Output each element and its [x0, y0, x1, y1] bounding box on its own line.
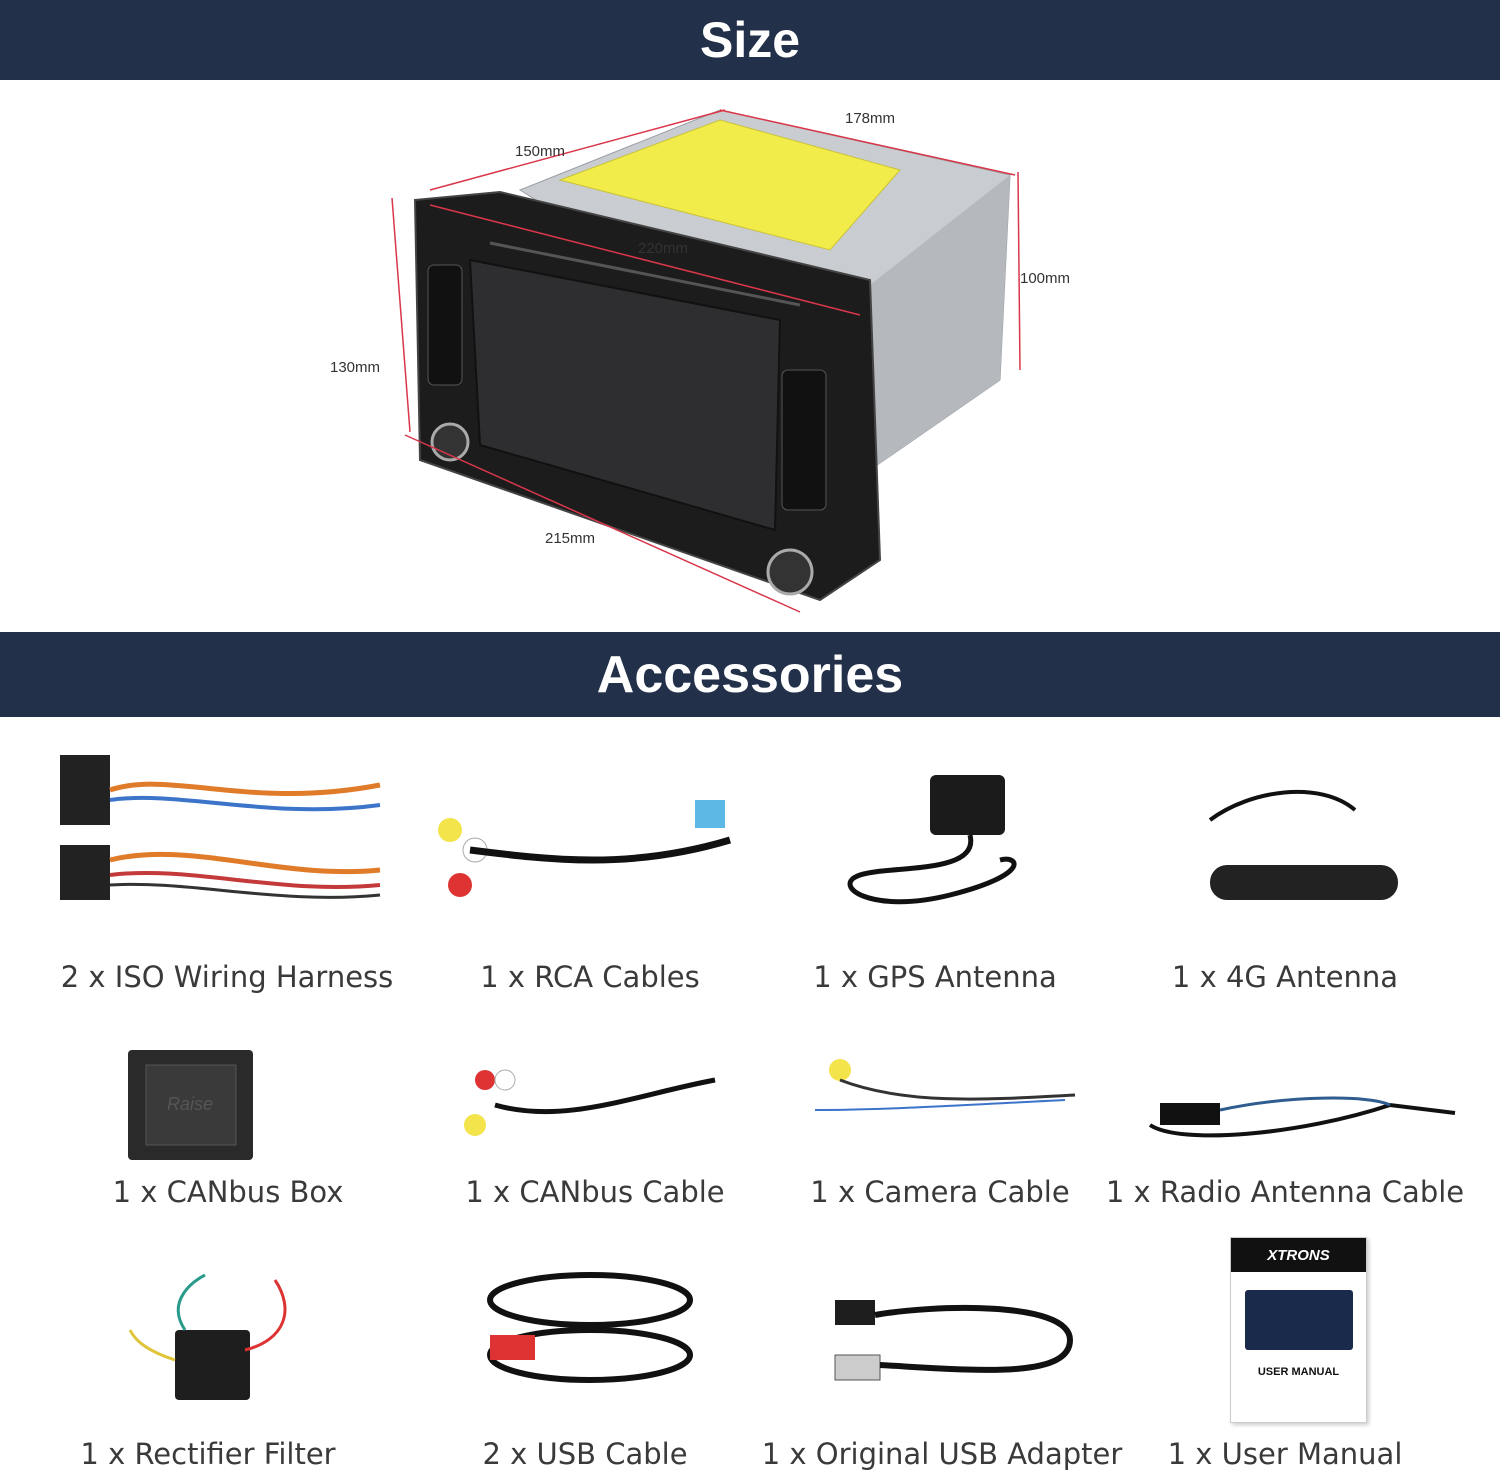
user-manual-image: XTRONS USER MANUAL: [1230, 1237, 1367, 1423]
accessory-label: 1 x CANbus Box: [112, 1175, 344, 1209]
iso-wiring-harness-image: [60, 755, 381, 900]
dimension-height-left-label: 130mm: [330, 359, 381, 376]
camera-cable-image: [814, 1059, 1076, 1111]
accessory-label: 1 x Radio Antenna Cable: [1105, 1175, 1465, 1209]
warning-sticker: [558, 119, 901, 251]
accessory-label: 2 x USB Cable: [482, 1437, 688, 1471]
head-unit-illustration: [391, 109, 1021, 613]
manual-screen-graphic: [1244, 1290, 1353, 1350]
dimension-width-top-label: 150mm: [515, 143, 566, 160]
accessory-label: 1 x CANbus Cable: [465, 1175, 725, 1209]
rectifier-filter-image: [128, 1273, 287, 1400]
dimension-diagonal-label: 220mm: [638, 240, 689, 257]
accessory-label: 1 x Camera Cable: [810, 1175, 1070, 1209]
rca-cables-image: [438, 800, 732, 897]
accessory-label: 1 x 4G Antenna: [1171, 960, 1399, 994]
radio-antenna-cable-image: [1148, 1096, 1456, 1138]
accessory-label: 1 x Rectifier Filter: [80, 1437, 336, 1471]
usb-cable-image: [487, 1272, 693, 1383]
manual-title: USER MANUAL: [1257, 1366, 1340, 1378]
accessory-label: 2 x ISO Wiring Harness: [60, 960, 394, 994]
gps-antenna-image: [847, 775, 1017, 905]
dimension-lines: [391, 109, 1021, 613]
accessories-section-title: Accessories: [0, 632, 1500, 717]
accessory-label: 1 x User Manual: [1167, 1437, 1403, 1471]
canbus-cable-image: [464, 1069, 716, 1136]
canbus-box-brand: Raise: [167, 1094, 213, 1114]
dimension-height-right-label: 100mm: [1020, 270, 1071, 287]
accessory-label: 1 x Original USB Adapter: [761, 1437, 1123, 1471]
right-knob: [766, 548, 814, 596]
accessory-label: 1 x GPS Antenna: [813, 960, 1057, 994]
manual-brand: XTRONS: [1231, 1238, 1366, 1272]
dimension-depth-label: 178mm: [845, 110, 896, 127]
size-section-title: Size: [0, 0, 1500, 80]
dimension-width-bottom-label: 215mm: [545, 530, 596, 547]
size-diagram: 178mm 150mm 220mm 100mm 130mm 215mm: [0, 80, 1500, 632]
usb-adapter-image: [834, 1300, 1074, 1381]
screen: [468, 258, 782, 532]
canbus-box-image: Raise: [128, 1050, 253, 1160]
4g-antenna-image: [1208, 789, 1398, 900]
accessory-label: 1 x RCA Cables: [480, 960, 700, 994]
